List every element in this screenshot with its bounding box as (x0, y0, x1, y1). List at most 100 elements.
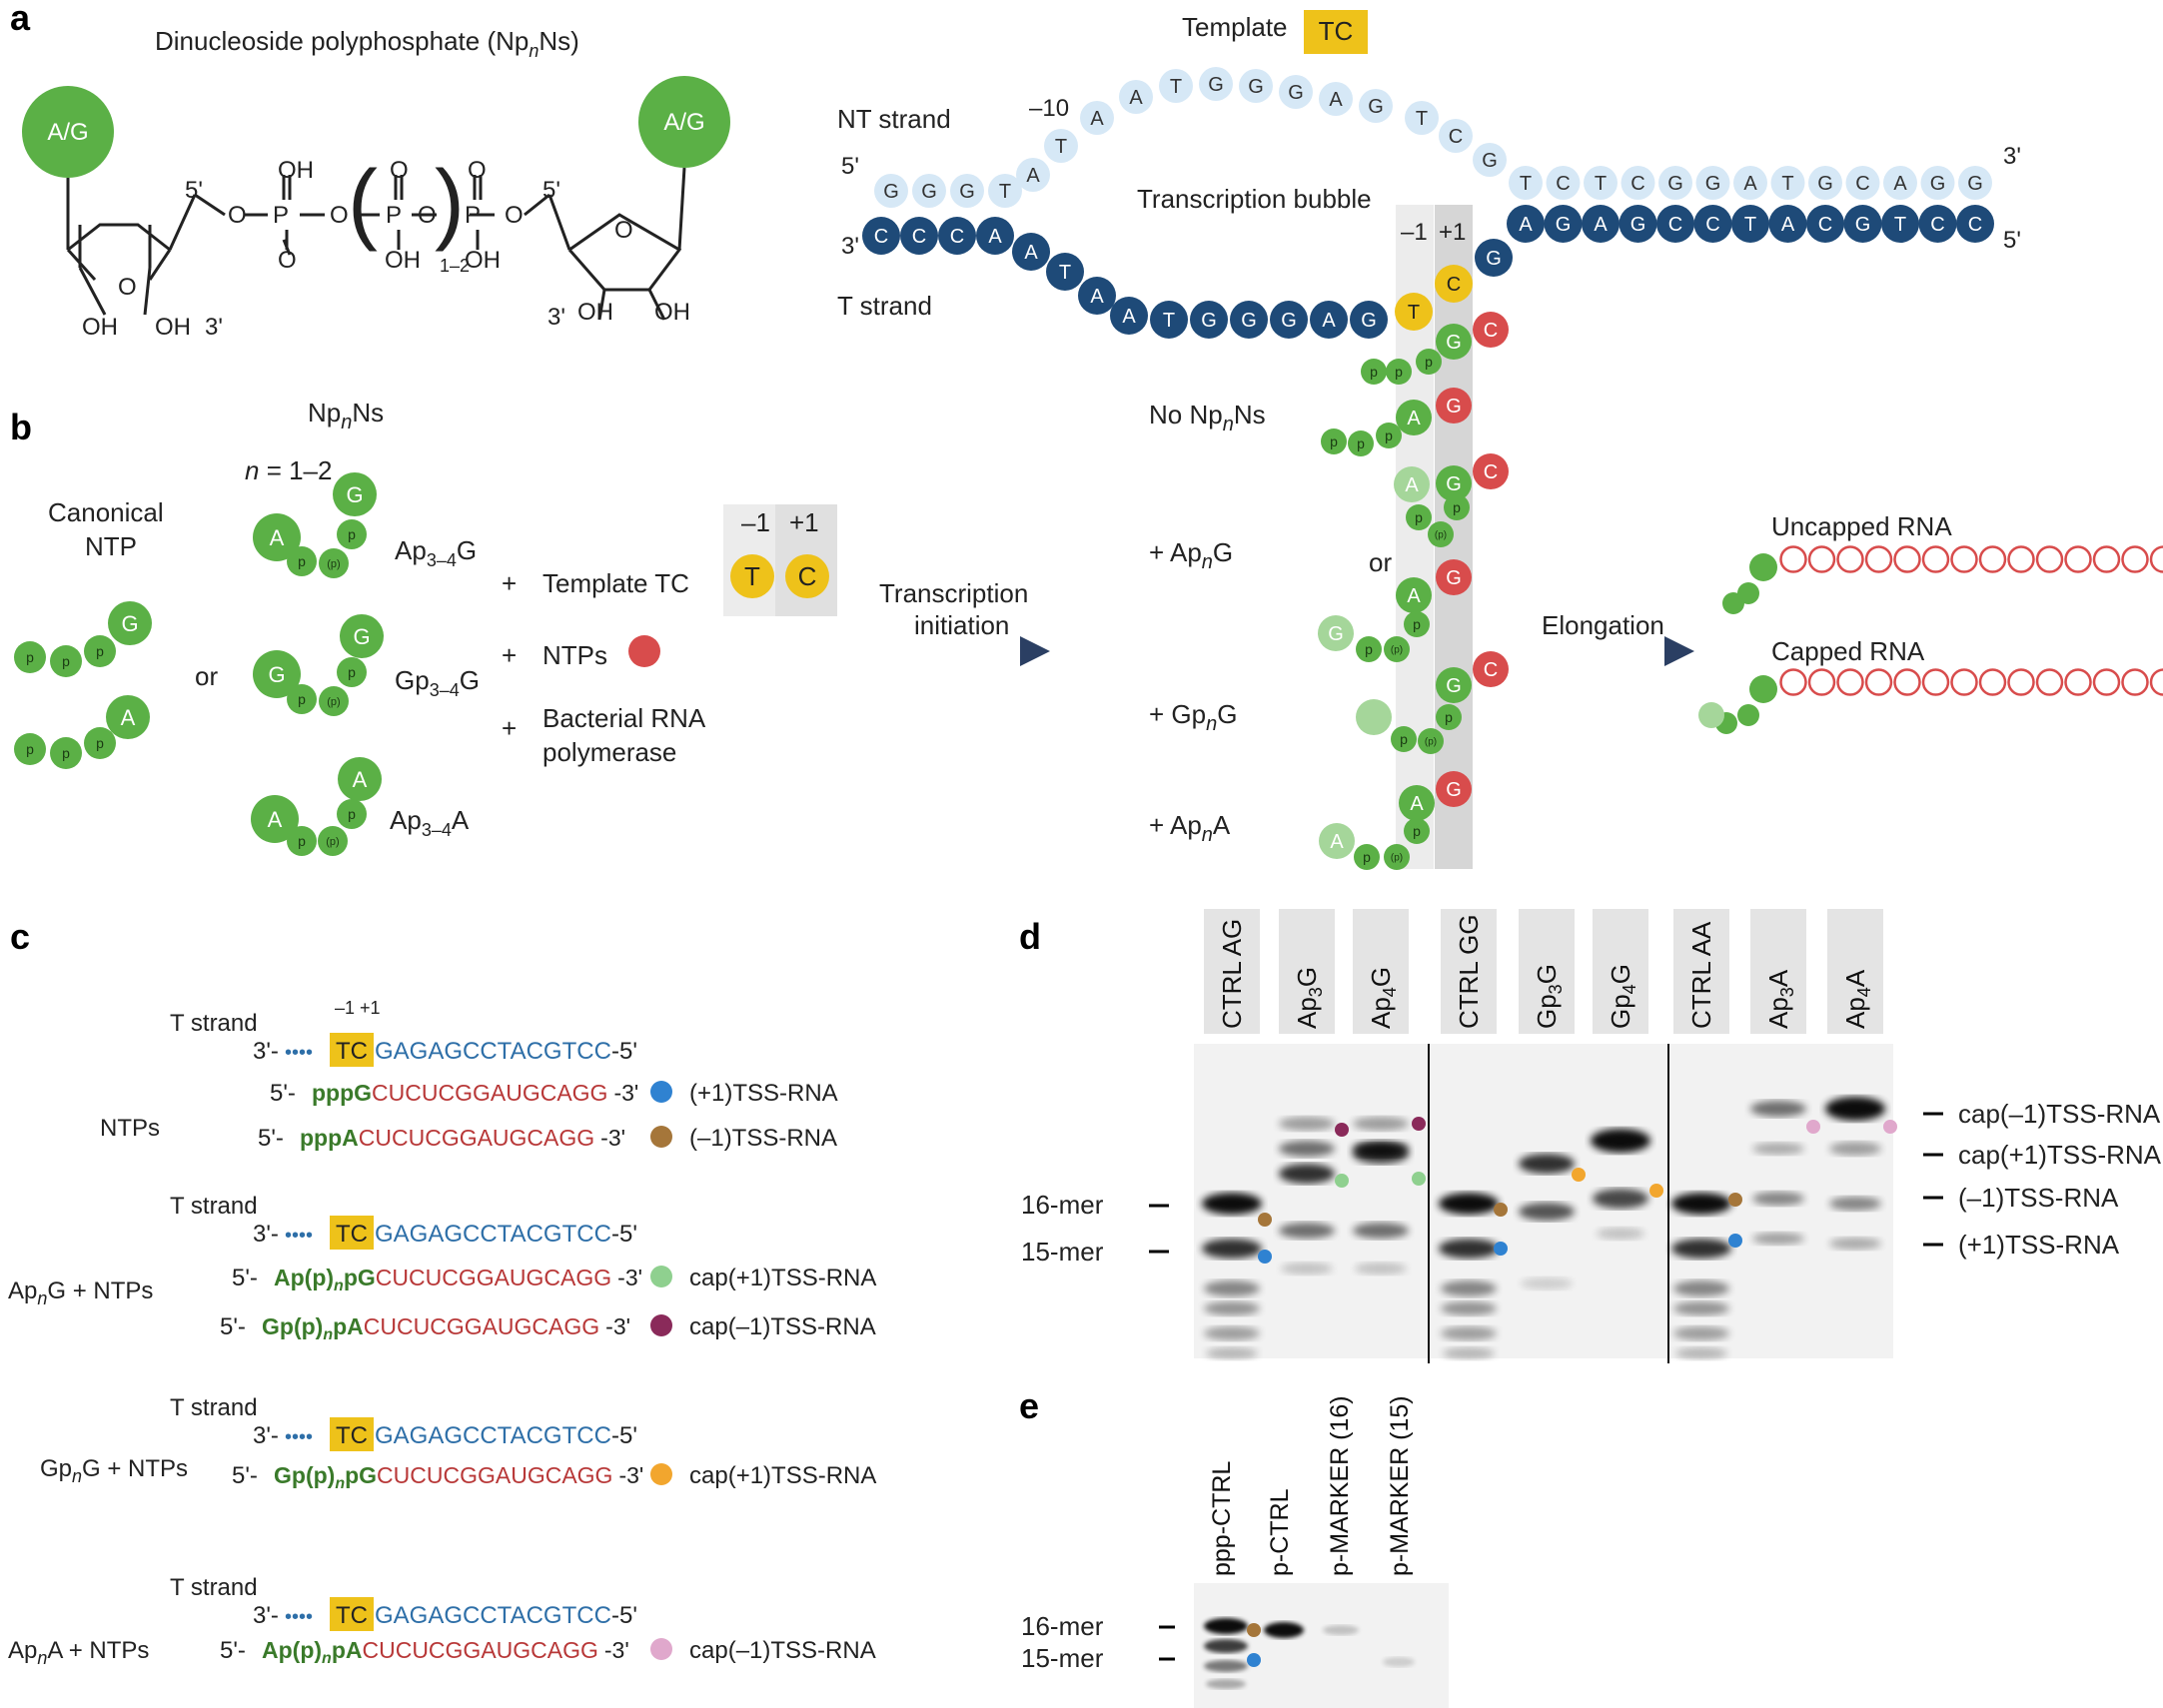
lane-header-label: CTRL AA (1686, 921, 1716, 1029)
nt-nucleotide (1473, 143, 1507, 177)
rna-nucleotide (1836, 668, 1864, 696)
nt-nucleotide (1958, 166, 1992, 200)
gel-band (1441, 1281, 1497, 1296)
c-apna-label: ApnA + NTPs (8, 1637, 149, 1668)
ap34a-a1-ball (251, 795, 299, 843)
gel-band (1281, 1263, 1333, 1275)
gel-band (1441, 1301, 1497, 1315)
apna-a-light (1319, 823, 1355, 859)
lane-header-box (1353, 909, 1409, 1034)
gel-marker-dot (1494, 1203, 1508, 1217)
label-minus1-tss: (–1)TSS-RNA (1958, 1183, 2119, 1213)
template-label: Template (1182, 12, 1288, 42)
nt-3prime: 3' (2003, 143, 2021, 170)
nt-nucleotide-label: C (1556, 173, 1570, 195)
apna-a-label: A (1410, 793, 1424, 815)
bacterial-label-2: polymerase (542, 737, 676, 767)
c-rna-5prime: 5'- (270, 1080, 296, 1107)
t-nucleotide-label: C (1705, 214, 1719, 236)
lane-header-label: CTRL GG (1454, 914, 1484, 1029)
phosphate-ball (1376, 423, 1402, 448)
apng-g-label: G (1446, 473, 1462, 495)
gel-e-lane-label: p-CTRL (1266, 1488, 1294, 1576)
apng-g (1436, 465, 1472, 501)
template-tc-label: Template TC (542, 568, 689, 598)
phosphate-ball (84, 727, 116, 759)
c-t-sequence: GAGAGCCTACGTCC (375, 1602, 611, 1629)
apna-a (1399, 785, 1435, 821)
nt-nucleotide (1584, 166, 1618, 200)
nt-nucleotide (912, 174, 946, 208)
phosphate-ball-label: p (348, 806, 356, 822)
label-3prime-right: 3' (547, 304, 565, 331)
t-nucleotide-label: T (1163, 310, 1175, 332)
ntp-g-ball-label: G (121, 611, 138, 636)
t-nucleotide-label: C (1818, 214, 1832, 236)
c-marker-dot (650, 1314, 672, 1336)
c-marker-dot (650, 1266, 672, 1287)
ntp-a-ball-label: A (121, 705, 136, 730)
p1-o: O (278, 247, 297, 274)
t-nucleotide (1544, 205, 1583, 243)
nt-nucleotide (1319, 82, 1353, 116)
n-range-label: n = 1–2 (245, 455, 332, 485)
c-rna-cap: Gp(p)npGCUCUCGGAUGCAGG-3' (274, 1462, 643, 1492)
rna-nucleotide (1950, 545, 1978, 573)
gel-band (1752, 1192, 1804, 1206)
t-minus1-nucleotide-label: T (1408, 302, 1420, 324)
base-ag-left-label: A/G (47, 119, 88, 146)
nt-nucleotide (1808, 166, 1842, 200)
p3-oh: OH (465, 247, 501, 274)
gel-band (1279, 1223, 1335, 1239)
rna-nucleotide (2092, 668, 2121, 696)
phosphate-ball-label: (p) (1391, 645, 1403, 656)
plus-3: + (502, 713, 517, 743)
c-row4-label: cap(–1)TSS-RNA (689, 1313, 876, 1340)
c-tc-text: TC (336, 1422, 368, 1449)
gel-band (1353, 1117, 1409, 1131)
gel-e-lane-label: p-MARKER (15) (1386, 1395, 1414, 1576)
t-nucleotide-label: A (1519, 214, 1533, 236)
npnns-label: NpnNs (308, 398, 384, 433)
t-nucleotide-label: A (1090, 286, 1104, 308)
gel-marker-dot (1649, 1184, 1663, 1198)
phosphate-ball-label: p (96, 735, 104, 751)
nt-nucleotide (1770, 166, 1805, 200)
gel-band (1439, 1193, 1499, 1215)
lane-header-label: CTRL AG (1217, 919, 1247, 1029)
c-rna-5prime: 5'- (258, 1125, 284, 1152)
initiation-label-2: initiation (914, 610, 1009, 640)
label-cap-minus1: cap(–1)TSS-RNA (1958, 1099, 2161, 1129)
c-5prime: -5' (611, 1038, 637, 1065)
gel-e-band (1383, 1657, 1415, 1667)
elongation-label: Elongation (1542, 610, 1664, 640)
phosphate-ball (287, 684, 317, 714)
gpng-c (1473, 651, 1509, 687)
c-apng-label: ApnG + NTPs (8, 1278, 153, 1308)
nt-strand-label: NT strand (837, 104, 951, 134)
phosphate-ball-label: p (62, 745, 70, 761)
panel-label-b: b (10, 407, 32, 447)
gel-marker-dot (1412, 1172, 1426, 1186)
phosphate-ball (50, 737, 82, 769)
t-nucleotide (1582, 205, 1620, 243)
gel-band (1204, 1281, 1260, 1296)
ring-o-left: O (118, 274, 137, 301)
rna-nucleotide (2007, 545, 2035, 573)
gel-band (1750, 1101, 1806, 1117)
o-link-3: O (418, 202, 437, 229)
gel-e-lane-label: ppp-CTRL (1208, 1461, 1236, 1576)
c-dots: •••• (285, 1042, 313, 1064)
phosphate-ball (1361, 359, 1387, 385)
c-ntps-label: NTPs (100, 1115, 160, 1142)
t-nucleotide (1350, 301, 1388, 339)
c-3prime: 3'- (253, 1422, 279, 1449)
ntp-label: NTP (85, 531, 137, 561)
gel-band (1752, 1233, 1804, 1245)
nt-nucleotide-label: A (1090, 108, 1104, 130)
nt-nucleotide (1883, 166, 1917, 200)
c-row2-label: (–1)TSS-RNA (689, 1125, 837, 1152)
phosphate-ball (1418, 728, 1444, 754)
